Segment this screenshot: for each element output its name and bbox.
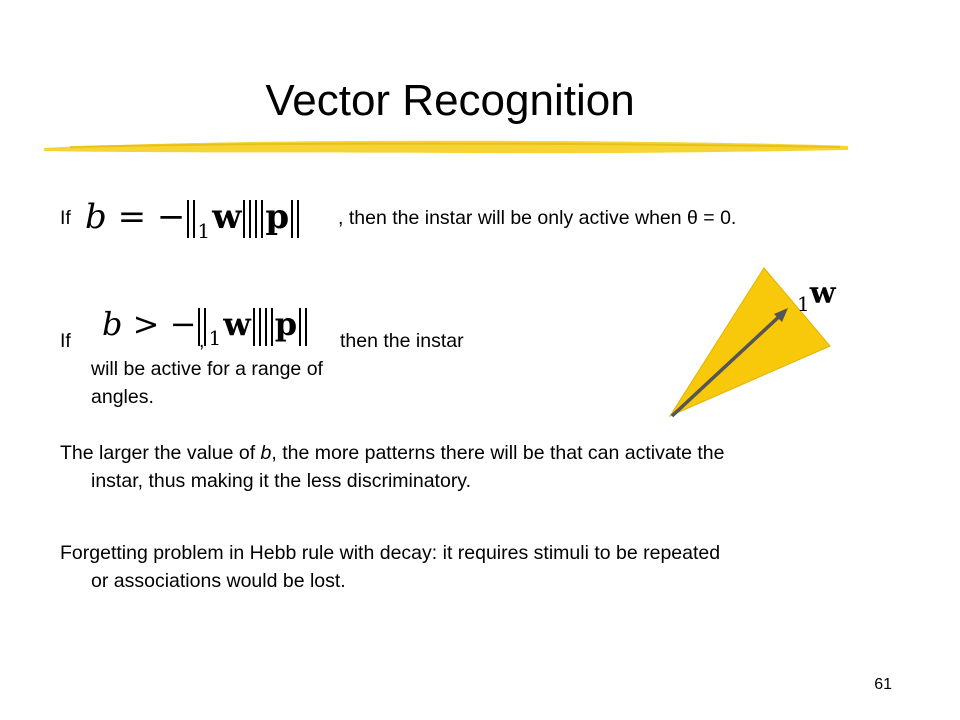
para3-a: The larger the value of (60, 442, 261, 464)
page-number: 61 (874, 676, 892, 693)
diagram-w: w (809, 276, 836, 311)
line2-comma: , (199, 330, 205, 352)
para3-b-var: b (260, 442, 272, 464)
para3-c: , the more patterns there will be that c… (271, 442, 725, 464)
norm-bars (252, 307, 261, 346)
line2-rest-b: will be active for a range of (91, 358, 323, 380)
math-subscript: 1 (197, 219, 211, 243)
line2-rest-a: then the instar (340, 330, 464, 352)
para4-line2: or associations would be lost. (91, 570, 346, 592)
norm-bars (291, 200, 300, 238)
math-p: p (274, 305, 298, 343)
line1-if: If (60, 207, 71, 229)
math-gt: > − (122, 305, 197, 343)
weight-vector-arrow (670, 310, 786, 418)
arrowhead (774, 308, 788, 322)
norm-bars (198, 307, 207, 346)
math-w: w (212, 197, 242, 237)
math-eq: = − (106, 197, 186, 237)
math-b: b (85, 197, 107, 237)
norm-bars (243, 200, 252, 238)
math-p: p (265, 197, 290, 237)
instar-cone-diagram (668, 267, 831, 418)
line2-rest-c: angles. (91, 386, 154, 408)
norm-bars (299, 307, 308, 346)
line2-if: If (60, 330, 71, 352)
norm-bars (187, 200, 196, 238)
slide-title: Vector Recognition (265, 76, 635, 125)
norm-bars (264, 307, 273, 346)
line1-rest: , then the instar will be only active wh… (338, 207, 737, 229)
norm-bars (255, 200, 264, 238)
math-b: b (102, 305, 123, 343)
math-w: w (223, 305, 251, 343)
title-underline (44, 140, 848, 154)
diagram-weight-label: 1w (797, 276, 836, 322)
diagram-subscript: 1 (797, 292, 810, 316)
para3-line2: instar, thus making it the less discrimi… (91, 470, 472, 492)
para3-line1: The larger the value of b, the more patt… (60, 439, 725, 467)
para4-line1: Forgetting problem in Hebb rule with dec… (60, 542, 721, 564)
math-subscript: 1 (208, 326, 222, 350)
